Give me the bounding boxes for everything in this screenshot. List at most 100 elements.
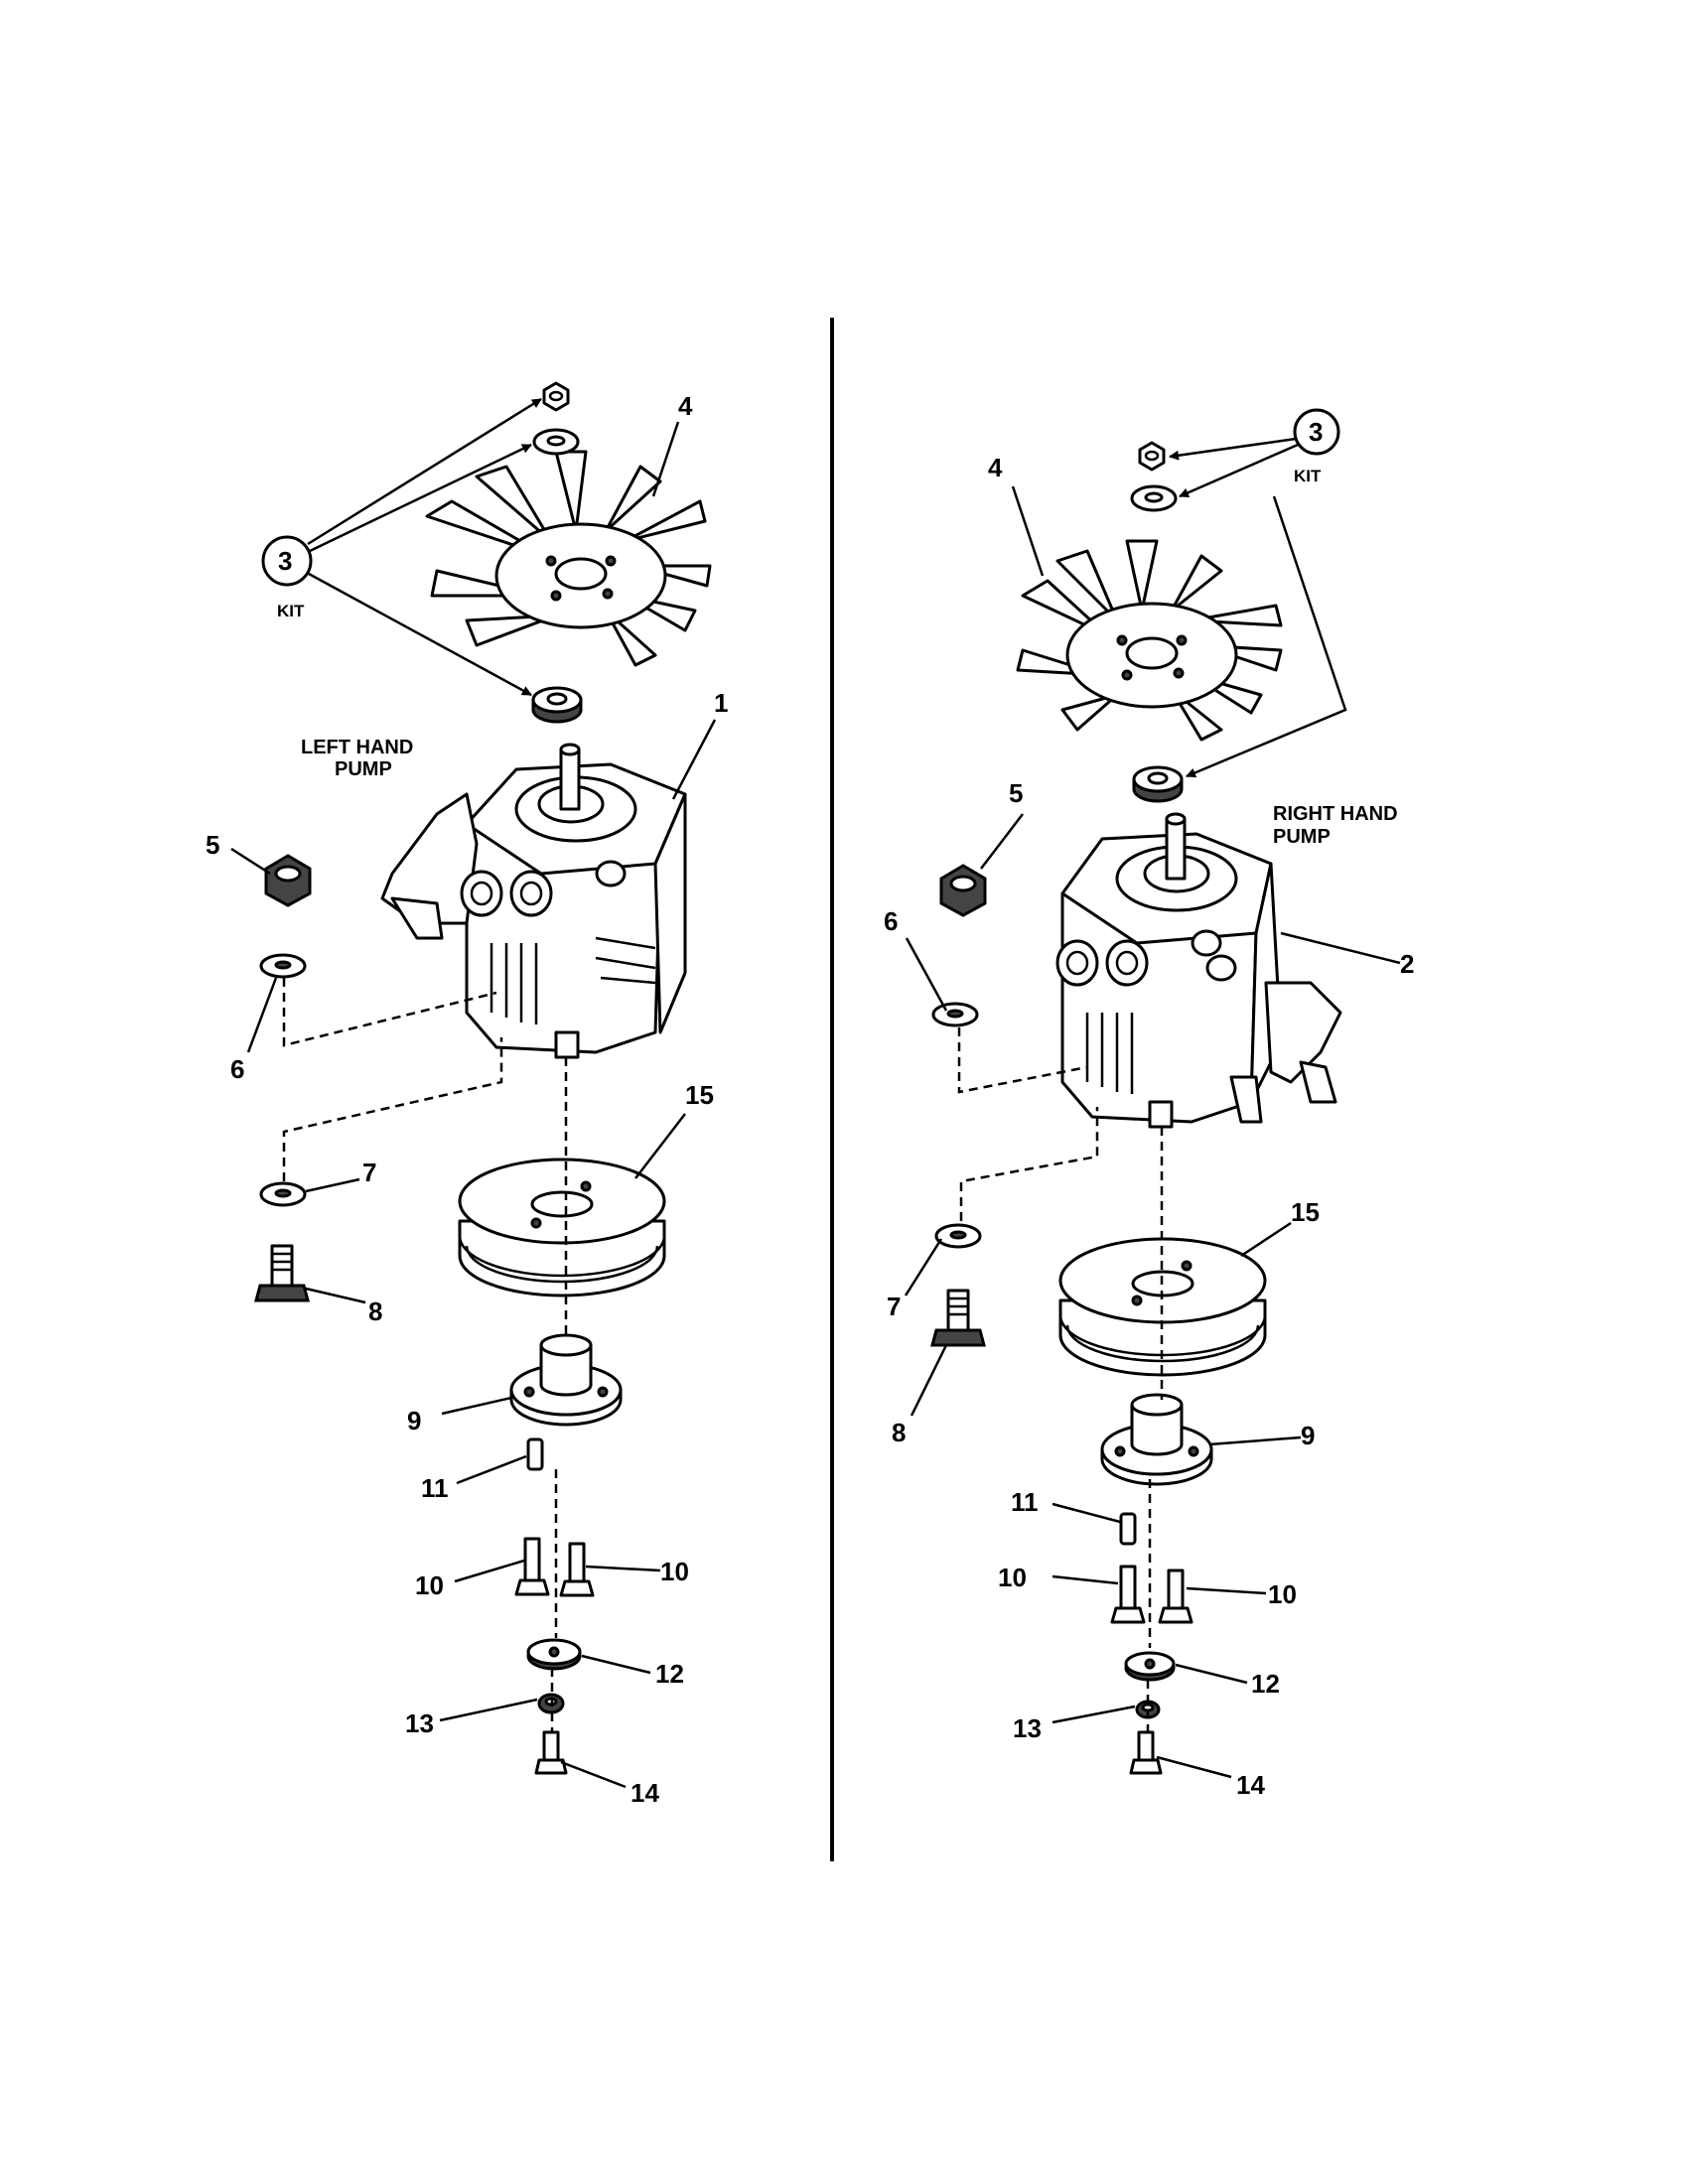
panel-caption: PUMP [1273,826,1331,848]
leader-line [1011,485,1045,577]
leader-line [1280,931,1401,965]
callout-label: 10 [660,1557,689,1586]
bolt-10a-left [514,1537,550,1596]
leader-line [246,977,278,1053]
leader-line [1186,495,1347,778]
leader-line [1052,1705,1136,1724]
bolt-8-right [930,1289,986,1347]
washer-6-right [931,1002,979,1027]
dash-line [959,1107,1099,1221]
callout-label: 15 [685,1080,714,1110]
kit-spacer-left [531,686,583,724]
leader-line [1240,1221,1292,1258]
washer-12-left [526,1638,582,1671]
left-panel: 3 KIT 4 1 LEFT HAND PUMP 5 6 15 7 8 9 11… [206,381,728,1808]
leader-line [308,572,532,697]
leader-line [305,1287,366,1304]
panel-caption: RIGHT HAND [1273,803,1398,825]
callout-label: 14 [631,1778,659,1808]
dash-line [282,978,497,1047]
callout-label: 10 [998,1563,1027,1592]
washer-7-right [934,1223,982,1249]
leader-line [441,1396,512,1416]
leader-line [1208,1435,1302,1446]
hub-right [1100,1393,1213,1486]
callout-label: 11 [1011,1487,1039,1517]
callout-label: 9 [1301,1421,1315,1450]
washer-6-left [259,953,307,979]
callout-label: 8 [892,1418,906,1447]
hub-left [509,1333,623,1427]
leader-line [309,443,532,553]
fan-left [425,450,712,667]
bolt-14-right [1129,1730,1163,1775]
pump-right-hand [1055,812,1342,1129]
bolt-8-left [254,1244,310,1302]
locknut-5-right [939,864,987,917]
leader-line [560,1760,627,1789]
callout-label: 1 [714,688,728,718]
callout-label: 3 [278,546,292,576]
callout-label: 10 [415,1570,444,1600]
locknut-5-left [264,854,312,907]
leader-line [1156,1755,1232,1779]
kit-spacer-right [1132,765,1184,803]
callout-label: 15 [1291,1197,1320,1227]
callout-label: 14 [1236,1770,1265,1800]
dash-line [282,1037,503,1181]
fan-right [1016,539,1283,742]
callout-label: 4 [988,453,1003,482]
kit-washer-left [532,428,580,456]
kit-nut-left [542,381,570,412]
leader-line [905,937,948,1012]
callout-label: 12 [655,1659,684,1689]
callout-label: 13 [1013,1713,1042,1743]
callout-label: 3 [1309,417,1323,447]
callout-label: 2 [1400,949,1414,979]
pulley-left [458,1158,666,1297]
leader-line [230,847,271,876]
callout-label: 4 [678,391,693,421]
callout-label: 7 [362,1158,376,1187]
leader-line [1169,437,1297,461]
kit-nut-right [1138,441,1166,472]
callout-kit-circle [261,535,313,587]
callout-label: 6 [884,906,898,936]
callout-label: 9 [407,1406,421,1435]
leader-line [454,1559,525,1583]
leader-line [634,1113,686,1179]
leader-line [980,813,1024,870]
leader-line [1052,1502,1121,1524]
bolt-10b-right [1158,1569,1193,1624]
key-left [526,1437,544,1471]
leader-line [651,421,680,497]
leader-line [1052,1574,1119,1585]
callout-kit-circle [1293,408,1340,456]
leader-line [904,1238,943,1297]
callout-label: 8 [368,1297,382,1326]
callout-label: 5 [1009,778,1023,808]
leader-line [910,1344,948,1417]
callout-label: 11 [421,1473,449,1503]
callout-label: 6 [230,1054,244,1084]
panel-caption: LEFT HAND [301,737,413,758]
bolt-10b-left [559,1542,595,1597]
leader-line [585,1565,661,1572]
pump-left-hand [380,743,687,1059]
panel-caption: PUMP [335,758,392,780]
leader-line [1175,1663,1248,1685]
leader-line [1179,443,1299,498]
dash-line [957,1027,1088,1094]
key-right [1119,1512,1137,1546]
leader-line [456,1454,527,1485]
washer-7-left [259,1181,307,1207]
leader-line [671,719,717,800]
bolt-10a-right [1110,1565,1146,1624]
callout-label: 5 [206,830,219,860]
leader-line [307,397,542,546]
leader-line [1186,1586,1267,1595]
callout-label: 10 [1268,1579,1297,1609]
callout-label: 12 [1251,1669,1280,1699]
callout-label: 13 [405,1708,434,1738]
